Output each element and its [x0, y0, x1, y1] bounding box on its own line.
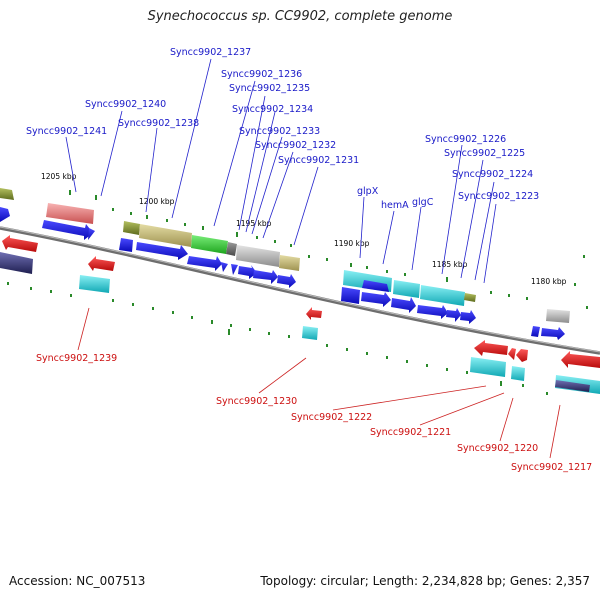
gene-label-syncc9902-1231: Syncc9902_1231 [278, 155, 359, 166]
gene-label-syncc9902-1232: Syncc9902_1232 [255, 140, 336, 151]
gene-label-syncc9902-1230: Syncc9902_1230 [216, 396, 297, 407]
gene-label-syncc9902-1237: Syncc9902_1237 [170, 47, 251, 58]
gene-label-hema: hemA [381, 200, 409, 211]
gene-label-syncc9902-1225: Syncc9902_1225 [444, 148, 525, 159]
gene-label-syncc9902-1238: Syncc9902_1238 [118, 118, 199, 129]
tick-label-1180: 1180 kbp [531, 277, 567, 286]
leader-lines-blue [65, 58, 497, 284]
tick-label-1195: 1195 kbp [236, 219, 272, 228]
forward-gene-arrows [0, 207, 565, 340]
gene-label-syncc9902-1234: Syncc9902_1234 [232, 104, 313, 115]
accession-text: Accession: NC_007513 [9, 574, 146, 588]
reverse-gene-arrows [2, 235, 600, 368]
gene-label-syncc9902-1236: Syncc9902_1236 [221, 69, 302, 80]
feature-bars-upper [0, 188, 570, 323]
scale-tickmarks [7, 190, 588, 395]
gene-label-syncc9902-1217: Syncc9902_1217 [511, 462, 592, 473]
genome-stats-text: Topology: circular; Length: 2,234,828 bp… [260, 574, 590, 588]
tick-label-1185: 1185 kbp [432, 260, 468, 269]
tick-label-1200: 1200 kbp [139, 197, 175, 206]
gene-label-syncc9902-1235: Syncc9902_1235 [229, 83, 310, 94]
gene-label-syncc9902-1233: Syncc9902_1233 [239, 126, 320, 137]
feature-bars-lower [0, 252, 600, 394]
tick-label-1190: 1190 kbp [334, 239, 370, 248]
gene-label-syncc9902-1223: Syncc9902_1223 [458, 191, 539, 202]
genome-title: Synechococcus sp. CC9902, complete genom… [147, 9, 453, 24]
gene-label-glpx: glpX [357, 186, 379, 197]
gene-label-syncc9902-1224: Syncc9902_1224 [452, 169, 533, 180]
gene-label-glgc: glgC [412, 197, 434, 208]
leader-lines-red [77, 307, 561, 459]
tick-label-1205: 1205 kbp [41, 172, 77, 181]
gene-label-syncc9902-1226: Syncc9902_1226 [425, 134, 506, 145]
gene-label-syncc9902-1221: Syncc9902_1221 [370, 427, 451, 438]
gene-label-syncc9902-1241: Syncc9902_1241 [26, 126, 107, 137]
genome-backbone [0, 226, 600, 355]
gene-label-syncc9902-1240: Syncc9902_1240 [85, 99, 166, 110]
gene-label-syncc9902-1222: Syncc9902_1222 [291, 412, 372, 423]
gene-label-syncc9902-1220: Syncc9902_1220 [457, 443, 538, 454]
gene-label-syncc9902-1239: Syncc9902_1239 [36, 353, 117, 364]
